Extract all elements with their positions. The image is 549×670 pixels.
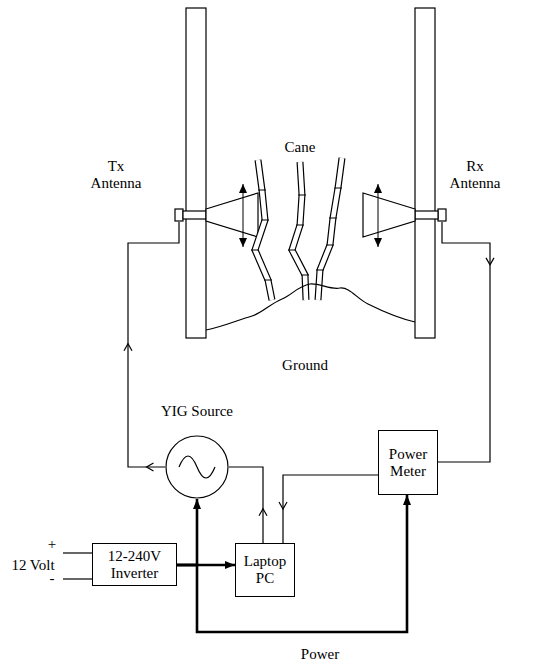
- antenna-node: Tx Antenna: [86, 156, 181, 222]
- box-label: Power Meter: [383, 446, 433, 480]
- source-heading: YIG Source: [148, 403, 246, 420]
- diagram-label: Cane: [285, 139, 316, 156]
- cane-joint: [251, 250, 259, 251]
- mast: [415, 8, 435, 338]
- connector-group: [229, 467, 267, 543]
- inverter-box: 12-240V Inverter: [92, 543, 177, 586]
- source-node: YIG Source: [148, 403, 246, 501]
- cane-joint: [334, 188, 342, 189]
- signal-line: [229, 467, 263, 543]
- flow-arrow: [259, 509, 267, 516]
- cane-joint: [296, 225, 304, 226]
- supply-wire: [63, 578, 93, 579]
- antenna-label: Rx Antenna: [447, 158, 503, 192]
- cane-joint: [261, 220, 269, 221]
- cane-joint: [298, 195, 306, 196]
- diagram-label: +: [48, 536, 56, 553]
- diagram-label: 12 Volt: [11, 557, 54, 574]
- antenna-node: Rx Antenna: [436, 156, 531, 222]
- connector-group: [177, 499, 197, 565]
- antenna-neck: [183, 211, 206, 219]
- supply-wire: [63, 552, 93, 553]
- flow-arrow: [486, 258, 494, 265]
- meter-box: Power Meter: [378, 430, 438, 495]
- source-outline: [166, 436, 228, 498]
- cane-stalk: [292, 162, 306, 300]
- box-label: 12-240V Inverter: [97, 548, 172, 582]
- horn-antenna: [206, 193, 258, 237]
- signal-line: [283, 475, 378, 543]
- connector-group: [438, 222, 494, 462]
- cane-stalk: [255, 160, 272, 300]
- diagram-label: Power: [301, 646, 339, 663]
- cane-joint: [258, 190, 266, 191]
- diagram-label: -: [50, 570, 55, 587]
- motion-arrow: [243, 184, 244, 247]
- cane-stalk: [318, 158, 342, 300]
- antenna-connector: [175, 209, 183, 221]
- diagram-label: Ground: [282, 357, 328, 374]
- power-line: [177, 495, 407, 632]
- horn-antenna: [363, 193, 415, 237]
- flow-arrow: [279, 502, 287, 509]
- connector-group: [177, 495, 407, 632]
- connector-group: [279, 475, 378, 543]
- source-circle: [165, 435, 229, 499]
- cane-joint: [264, 280, 272, 281]
- cane-stalks: [251, 158, 342, 300]
- antenna-connector: [438, 209, 446, 221]
- flow-arrow: [124, 344, 132, 351]
- cane-stalk: [255, 160, 272, 300]
- box-label: Laptop PC: [240, 553, 290, 587]
- motion-arrow: [378, 184, 379, 247]
- cane-joint: [288, 250, 296, 251]
- cane-joints: [251, 188, 342, 280]
- antenna-label: Tx Antenna: [88, 158, 144, 192]
- signal-line: [128, 222, 179, 467]
- connector-group: [124, 222, 179, 471]
- cane-joint: [301, 275, 309, 276]
- power-line: [177, 499, 197, 565]
- cane-stalk: [318, 158, 342, 300]
- flow-arrow: [147, 463, 154, 471]
- cane-joint: [316, 270, 324, 271]
- signal-line: [438, 222, 490, 462]
- sine-symbol: [179, 456, 215, 478]
- antenna-neck: [415, 211, 438, 219]
- mast: [186, 8, 206, 338]
- cane-joint: [329, 218, 337, 219]
- ground-outline: [206, 284, 415, 330]
- cane-joint: [326, 245, 334, 246]
- laptop-box: Laptop PC: [235, 543, 295, 597]
- cane-stalk: [292, 162, 306, 300]
